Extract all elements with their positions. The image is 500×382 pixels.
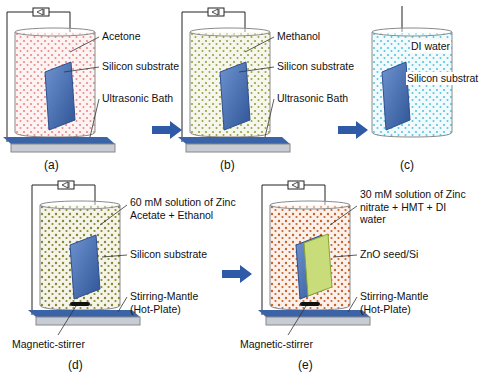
hotplate-base xyxy=(266,317,370,325)
ultrasonic-setup xyxy=(178,8,290,152)
solution-label: 60 mM solution of Zinc Acetate + Ethanol xyxy=(130,196,248,221)
leader-lines xyxy=(58,37,357,335)
solution-label: 30 mM solution of Zinc nitrate + HMT + D… xyxy=(360,188,472,226)
part-label: Acetone xyxy=(102,30,141,43)
magnetic-stirrer xyxy=(300,302,320,306)
diode-symbol xyxy=(33,8,49,16)
step-label: (c) xyxy=(400,158,414,172)
step-arrow xyxy=(152,121,182,139)
step-label: (a) xyxy=(44,158,59,172)
bath-base xyxy=(11,144,115,152)
hotplate-setup xyxy=(28,181,140,325)
part-label: Silicon substrat xyxy=(406,72,479,85)
part-label: Ultrasonic Bath xyxy=(277,92,348,105)
step-label: (b) xyxy=(220,158,235,172)
beaker xyxy=(15,32,95,137)
diode-symbol xyxy=(288,181,304,189)
silicon-substrate xyxy=(220,62,250,130)
step-label: (d) xyxy=(68,358,83,372)
bath-top xyxy=(3,137,115,144)
part-label: Ultrasonic Bath xyxy=(102,92,173,105)
beaker xyxy=(40,205,120,310)
diode-symbol xyxy=(208,8,224,16)
part-label: Magnetic-stirrer xyxy=(12,338,85,351)
part-label: Stirring-Mantle (Hot-Plate) xyxy=(130,290,210,315)
part-label: Methanol xyxy=(277,30,320,43)
part-label: ZnO seed/Si xyxy=(360,248,418,261)
zno-seed-layer xyxy=(304,234,332,296)
silicon-substrate xyxy=(70,235,100,299)
part-label: Silicon substrate xyxy=(277,60,354,73)
part-label: Magnetic-stirrer xyxy=(240,338,313,351)
part-label: Silicon substrate xyxy=(130,248,207,261)
part-label: DI water xyxy=(410,40,451,53)
step-label: (e) xyxy=(298,358,313,372)
part-label: Stirring-Mantle (Hot-Plate) xyxy=(360,290,440,315)
hotplate-top xyxy=(258,310,370,317)
beaker xyxy=(190,32,270,137)
hotplate-top xyxy=(28,310,140,317)
bath-base xyxy=(186,144,290,152)
ultrasonic-setup xyxy=(3,8,115,152)
hotplate-base xyxy=(36,317,140,325)
step-arrow xyxy=(338,121,368,139)
hotplate-setup xyxy=(258,181,370,325)
magnetic-stirrer xyxy=(70,302,90,306)
silicon-substrate xyxy=(45,62,75,130)
step-arrow xyxy=(222,265,252,283)
diode-symbol xyxy=(58,181,74,189)
bath-top xyxy=(178,137,290,144)
beaker xyxy=(270,205,350,310)
part-label: Silicon substrate xyxy=(102,60,179,73)
